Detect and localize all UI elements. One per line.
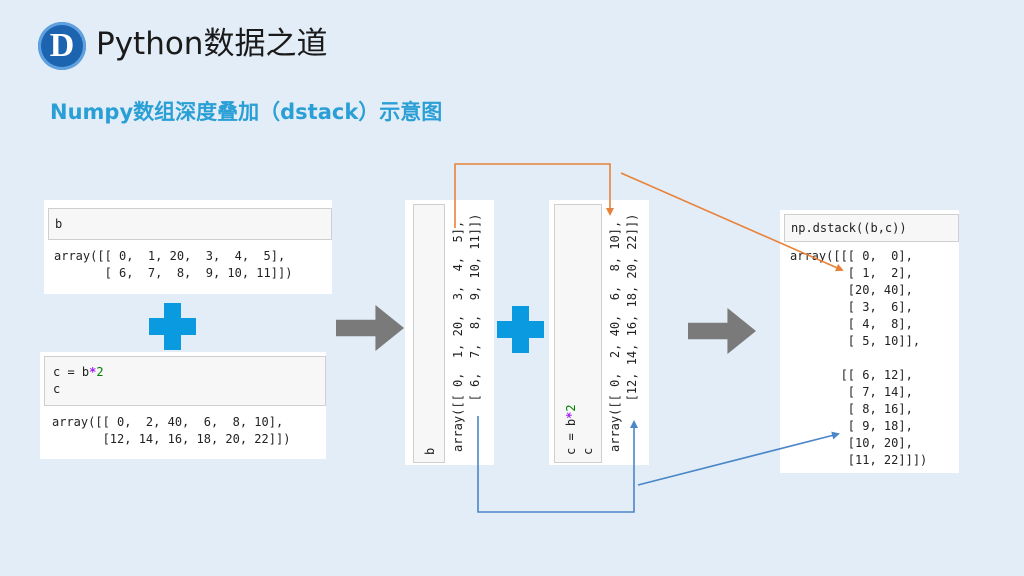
code-assign: c = b [564,418,578,455]
code-number: 2 [96,365,104,379]
code-operator: * [564,411,578,419]
panel-b-output: array([[ 0, 1, 20, 3, 4, 5], [ 6, 7, 8, … [54,249,293,280]
right-arrow-icon [688,308,756,354]
panel-c-rotated-input-text: c = b*2 c [563,404,597,455]
code-var: c [53,382,61,396]
code-number: 2 [564,404,578,412]
panel-c-input-text: c = b*2 c [53,364,104,398]
panel-c-input-cell[interactable]: c = b*2 c [44,356,326,406]
panel-result: np.dstack((b,c)) array([[[ 0, 0], [ 1, 2… [780,210,959,473]
right-arrow-icon [336,305,404,351]
brand-title: Python数据之道 [96,26,328,62]
panel-b-rotated-input-text: b [423,447,437,455]
panel-b-rotated-input-cell[interactable]: b [413,204,445,463]
panel-c-rotated-input-cell[interactable]: c = b*2 c [554,204,602,463]
code-assign: c = b [53,365,90,379]
logo-icon: D [38,22,86,70]
panel-c-rotated: c = b*2 c array([[ 0, 2, 40, 6, 8, 10], … [549,200,649,465]
panel-c-rotated-output: array([[ 0, 2, 40, 6, 8, 10], [12, 14, 1… [608,213,639,452]
panel-result-input-cell[interactable]: np.dstack((b,c)) [784,214,959,242]
panel-result-input-text: np.dstack((b,c)) [791,221,907,235]
panel-b-rotated-output: array([[ 0, 1, 20, 3, 4, 5], [ 6, 7, 8, … [451,213,482,452]
panel-b-input-text: b [55,217,63,231]
code-operator: * [89,365,97,379]
plus-icon [497,306,544,353]
panel-b-rotated: b array([[ 0, 1, 20, 3, 4, 5], [ 6, 7, 8… [405,200,494,465]
panel-b-input-cell[interactable]: b [48,208,332,240]
panel-result-output: array([[[ 0, 0], [ 1, 2], [20, 40], [ 3,… [790,249,928,467]
panel-b: b array([[ 0, 1, 20, 3, 4, 5], [ 6, 7, 8… [44,200,332,294]
code-var: c [581,447,595,455]
panel-c: c = b*2 c array([[ 0, 2, 40, 6, 8, 10], … [40,352,326,459]
panel-c-output: array([[ 0, 2, 40, 6, 8, 10], [12, 14, 1… [52,415,291,446]
plus-icon [149,303,196,350]
page-subtitle: Numpy数组深度叠加（dstack）示意图 [50,100,443,124]
